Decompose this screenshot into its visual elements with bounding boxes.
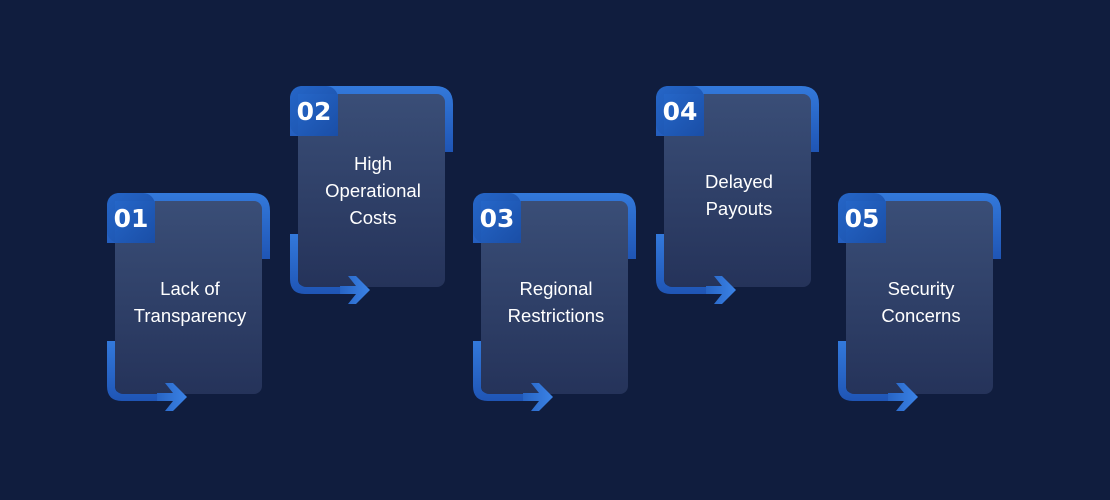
step-card-1: 01 Lack of Transparency <box>107 193 273 418</box>
step-number: 04 <box>662 96 698 126</box>
arrow-icon <box>523 383 553 411</box>
step-number: 02 <box>296 96 332 126</box>
step-label: Delayed Payouts <box>705 171 773 219</box>
arrow-icon <box>706 276 736 304</box>
arrow-icon <box>888 383 918 411</box>
step-card-4: 04 Delayed Payouts <box>656 86 822 311</box>
step-frame-2 <box>290 86 453 304</box>
step-number: 01 <box>113 203 149 233</box>
step-number: 05 <box>844 203 880 233</box>
step-card-5: 05 Security Concerns <box>838 193 1004 418</box>
step-label: Security Concerns <box>881 278 961 326</box>
arrow-icon <box>340 276 370 304</box>
arrow-icon <box>157 383 187 411</box>
step-card-3: 03 Regional Restrictions <box>473 193 639 418</box>
step-card-2: 02 High Operational Costs <box>290 86 456 311</box>
step-frame-4 <box>656 86 819 304</box>
step-label: Regional Restrictions <box>507 278 605 326</box>
step-frame-3 <box>473 193 636 411</box>
step-label: Lack of Transparency <box>133 278 247 326</box>
step-frame-1 <box>107 193 270 411</box>
step-frame-5 <box>838 193 1001 411</box>
step-label: High Operational Costs <box>325 153 421 228</box>
step-number: 03 <box>479 203 515 233</box>
